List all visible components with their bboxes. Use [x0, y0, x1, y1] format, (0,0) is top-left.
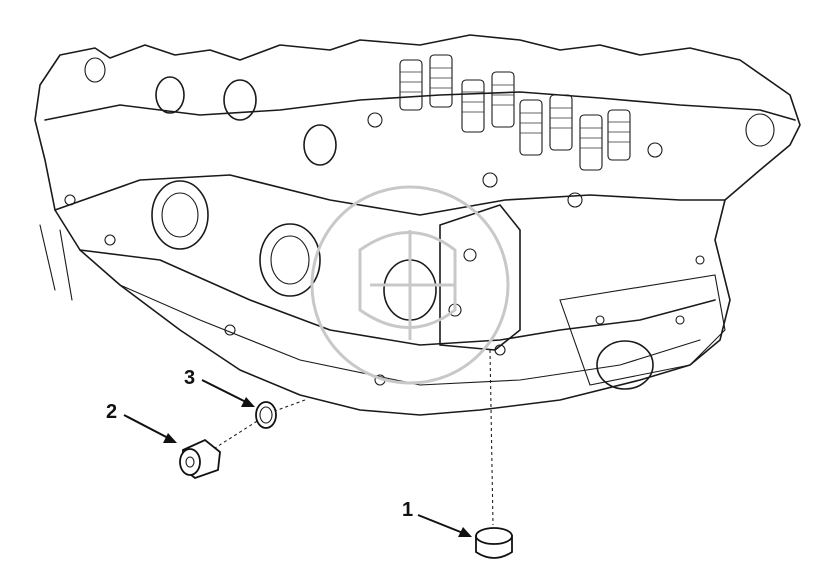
side-mounting-plate	[559, 274, 726, 386]
arrow-2	[123, 414, 173, 441]
callout-label-2: 2	[106, 401, 117, 423]
arrow-3	[201, 379, 251, 405]
end-cover-plate	[439, 204, 521, 351]
sealing-ring-part	[255, 401, 277, 429]
threaded-plug-part	[179, 438, 221, 480]
plug-part	[475, 527, 513, 559]
leader-dashed-2	[214, 417, 263, 449]
callout-label-1: 1	[402, 499, 413, 521]
callout-arrows	[123, 379, 472, 537]
arrow-3-head	[241, 397, 255, 407]
leader-dashed-3	[271, 399, 306, 413]
valve-springs	[399, 54, 631, 171]
arrow-1-head	[458, 527, 472, 537]
port-openings	[84, 57, 775, 390]
arrow-2-head	[163, 433, 177, 443]
arrow-1	[417, 514, 469, 536]
cylinder-head-drawing	[34, 34, 801, 416]
callout-label-3: 3	[184, 367, 195, 389]
leader-dashed-1	[489, 349, 494, 526]
watermark-seal	[310, 185, 510, 385]
